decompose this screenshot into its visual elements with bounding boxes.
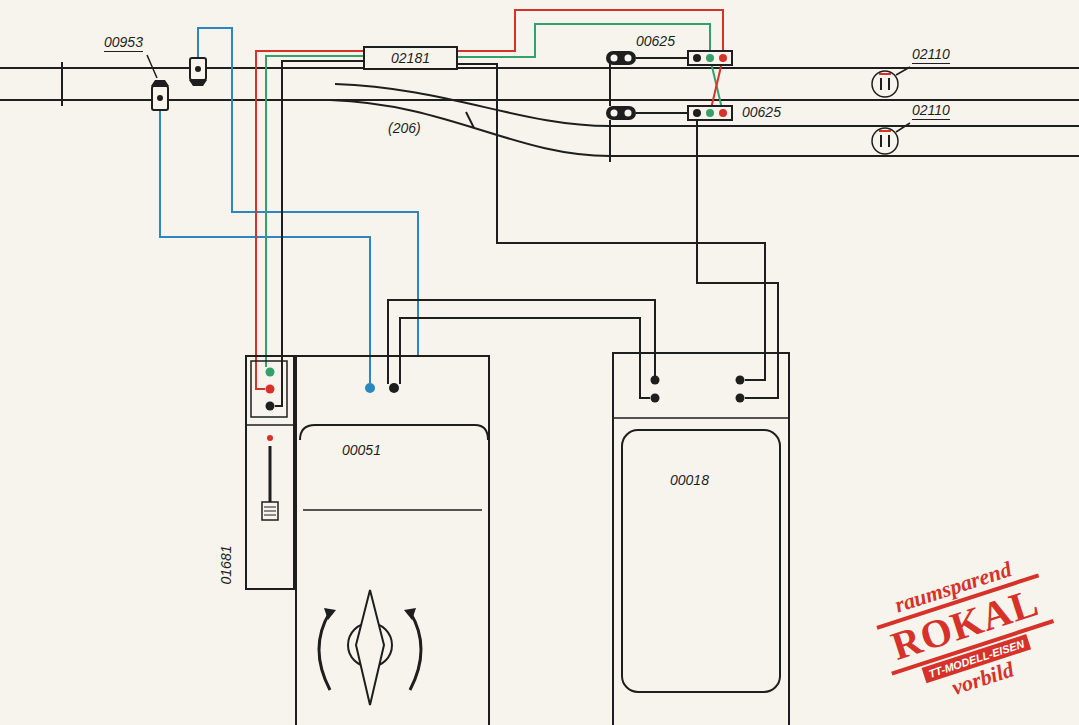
terminal: [266, 368, 275, 377]
panel-outline: [303, 509, 482, 511]
part-number: 00051: [342, 442, 381, 458]
uncoupler-mark: [881, 135, 889, 147]
terminal: [365, 383, 375, 393]
signal-lamp: [611, 55, 618, 62]
signal-head: [606, 51, 636, 65]
track-contact: [151, 58, 207, 110]
terminal: [736, 394, 745, 403]
part-number: 02110: [912, 46, 950, 64]
blue-wire: [198, 28, 418, 355]
uncoupler-symbol: [872, 71, 898, 154]
uncoupler-circle: [872, 128, 898, 154]
terminal: [651, 376, 660, 385]
terminal: [651, 394, 660, 403]
wires: [160, 10, 778, 406]
terminal: [195, 66, 201, 72]
track-plan: [0, 62, 1079, 162]
part-number: 02181: [391, 50, 430, 66]
wire: [282, 61, 363, 355]
signal-head: [606, 106, 636, 120]
part-number: 02110: [912, 102, 950, 120]
terminal: [266, 402, 275, 411]
leader-line: [896, 123, 910, 132]
controller-details: [300, 383, 488, 705]
wire: [400, 318, 640, 355]
black-wire: [388, 355, 400, 384]
signal-lamp: [611, 110, 618, 117]
signal-base: [688, 51, 732, 65]
black-wire: [640, 352, 650, 398]
terminal: [736, 376, 745, 385]
contact-body: [152, 86, 168, 110]
uncoupler-circle: [872, 71, 898, 97]
component-box: 02181: [363, 46, 458, 70]
signal-lamp: [625, 110, 632, 117]
terminal: [693, 109, 701, 117]
component-box: 01681: [245, 355, 295, 590]
signal-mast: [636, 57, 688, 59]
signal-base: [688, 106, 732, 120]
switch-panel-details: [245, 361, 295, 520]
black-wire: [275, 355, 282, 406]
knob-pointer: [356, 590, 384, 705]
terminal: [719, 54, 727, 62]
signal-symbol: [606, 51, 732, 65]
uncoupler-mark: [879, 130, 891, 132]
panel-divider: [612, 417, 790, 419]
rail: [330, 100, 1079, 156]
part-number: 01681: [218, 546, 234, 585]
leader-line: [896, 67, 910, 75]
signal-lamp: [625, 55, 632, 62]
indicator-lamp: [267, 435, 273, 441]
part-number: (206): [388, 120, 421, 136]
part-number: 00625: [636, 33, 675, 49]
terminal-block: [251, 361, 287, 417]
uncoupler-mark: [881, 78, 889, 90]
switch-handle: [264, 507, 276, 515]
wire: [458, 64, 765, 352]
component-box: 00018: [612, 352, 790, 725]
contact-body: [190, 58, 206, 80]
red-wire: [458, 10, 723, 58]
terminal: [157, 95, 163, 101]
knob-arc: [319, 612, 421, 690]
terminal: [693, 54, 701, 62]
wire: [256, 51, 363, 355]
panel-outline: [622, 430, 780, 692]
rubber-stamp: raumsparendROKALTT-MODELL-EISENvorbild: [868, 549, 1067, 718]
red-wire: [256, 355, 265, 389]
switch-slot: [269, 446, 272, 502]
power-unit-details: [612, 376, 790, 693]
black-wire: [745, 352, 765, 380]
switch-handle: [262, 502, 278, 520]
leader-line: [147, 55, 157, 78]
red-wire: [710, 58, 723, 113]
part-number: 00953: [104, 34, 143, 52]
connectors: [256, 51, 765, 355]
wire: [266, 56, 363, 355]
knob-arrow: [324, 608, 336, 620]
terminal: [389, 383, 399, 393]
terminal: [719, 109, 727, 117]
terminal: [706, 54, 714, 62]
leader-lines: [147, 55, 910, 132]
uncoupler-mark: [879, 73, 891, 75]
signal-mast: [636, 112, 688, 114]
wire: [388, 300, 655, 355]
part-number: 00018: [670, 472, 709, 488]
terminal: [266, 385, 275, 394]
panel-divider: [245, 424, 295, 426]
component-box: 00051: [295, 355, 490, 725]
rail-joint: [466, 112, 474, 128]
knob-arrow: [404, 608, 416, 620]
green-wire: [458, 24, 710, 58]
rail: [0, 67, 1079, 69]
rail-joint: [61, 62, 63, 106]
part-number: 00625: [742, 104, 781, 120]
panel-outline: [300, 425, 488, 440]
green-wire: [710, 58, 723, 113]
terminal: [706, 109, 714, 117]
signal-symbol: [606, 106, 732, 120]
